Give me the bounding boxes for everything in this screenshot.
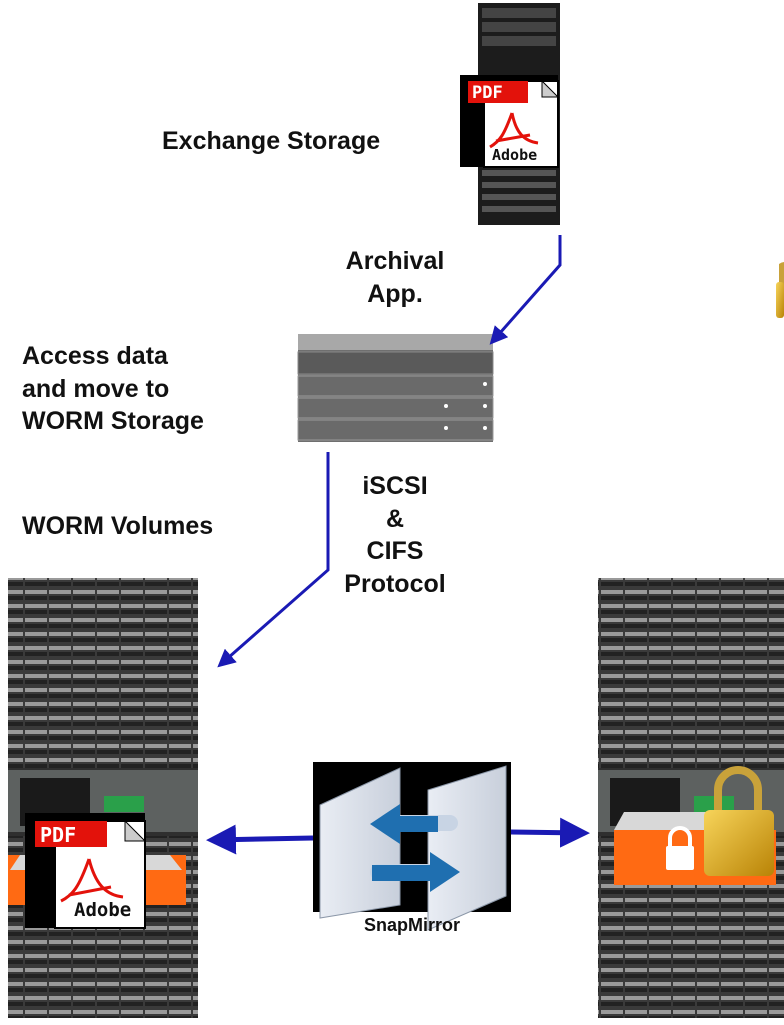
archival-app-line1: Archival [345,247,445,275]
pdf-file-icon [460,75,560,168]
exchange-storage-label: Exchange Storage [162,127,381,155]
protocol-line3: CIFS [366,537,424,565]
access-data-label: Access data and move to WORM Storage [22,340,204,438]
flow-arrows [206,235,590,855]
snapmirror-icon [313,762,511,931]
arrow-exchange-to-archival [489,235,562,345]
access-line2: and move to [22,374,170,403]
rack-server-icon [297,334,494,442]
protocol-line4: Protocol [344,569,446,598]
pdf-brand-text: Adobe [492,146,538,164]
access-line3: WORM Storage [22,407,204,435]
padlock-icon [704,766,774,876]
archival-app-line2: App. [367,279,423,308]
padlock-icon [776,262,784,318]
storage-array-icon [598,578,784,1018]
pdf-badge-text: PDF [40,823,77,847]
arrow-archival-to-worm [217,452,330,668]
storage-array-icon [8,578,198,1018]
protocol-label: iSCSI & CIFS Protocol [320,470,470,600]
pdf-file-icon [25,813,147,929]
protocol-line1: iSCSI [362,472,428,500]
pdf-brand-text: Adobe [74,899,132,921]
worm-volumes-label: WORM Volumes [22,512,214,540]
arrow-snapmirror-left [206,824,314,855]
snapmirror-label: SnapMirror [363,915,460,935]
protocol-line2: & [385,504,405,533]
access-line1: Access data [22,342,168,370]
arrow-snapmirror-right [510,817,590,848]
archival-app-label: Archival App. [320,245,470,310]
pdf-badge-text: PDF [472,83,503,103]
